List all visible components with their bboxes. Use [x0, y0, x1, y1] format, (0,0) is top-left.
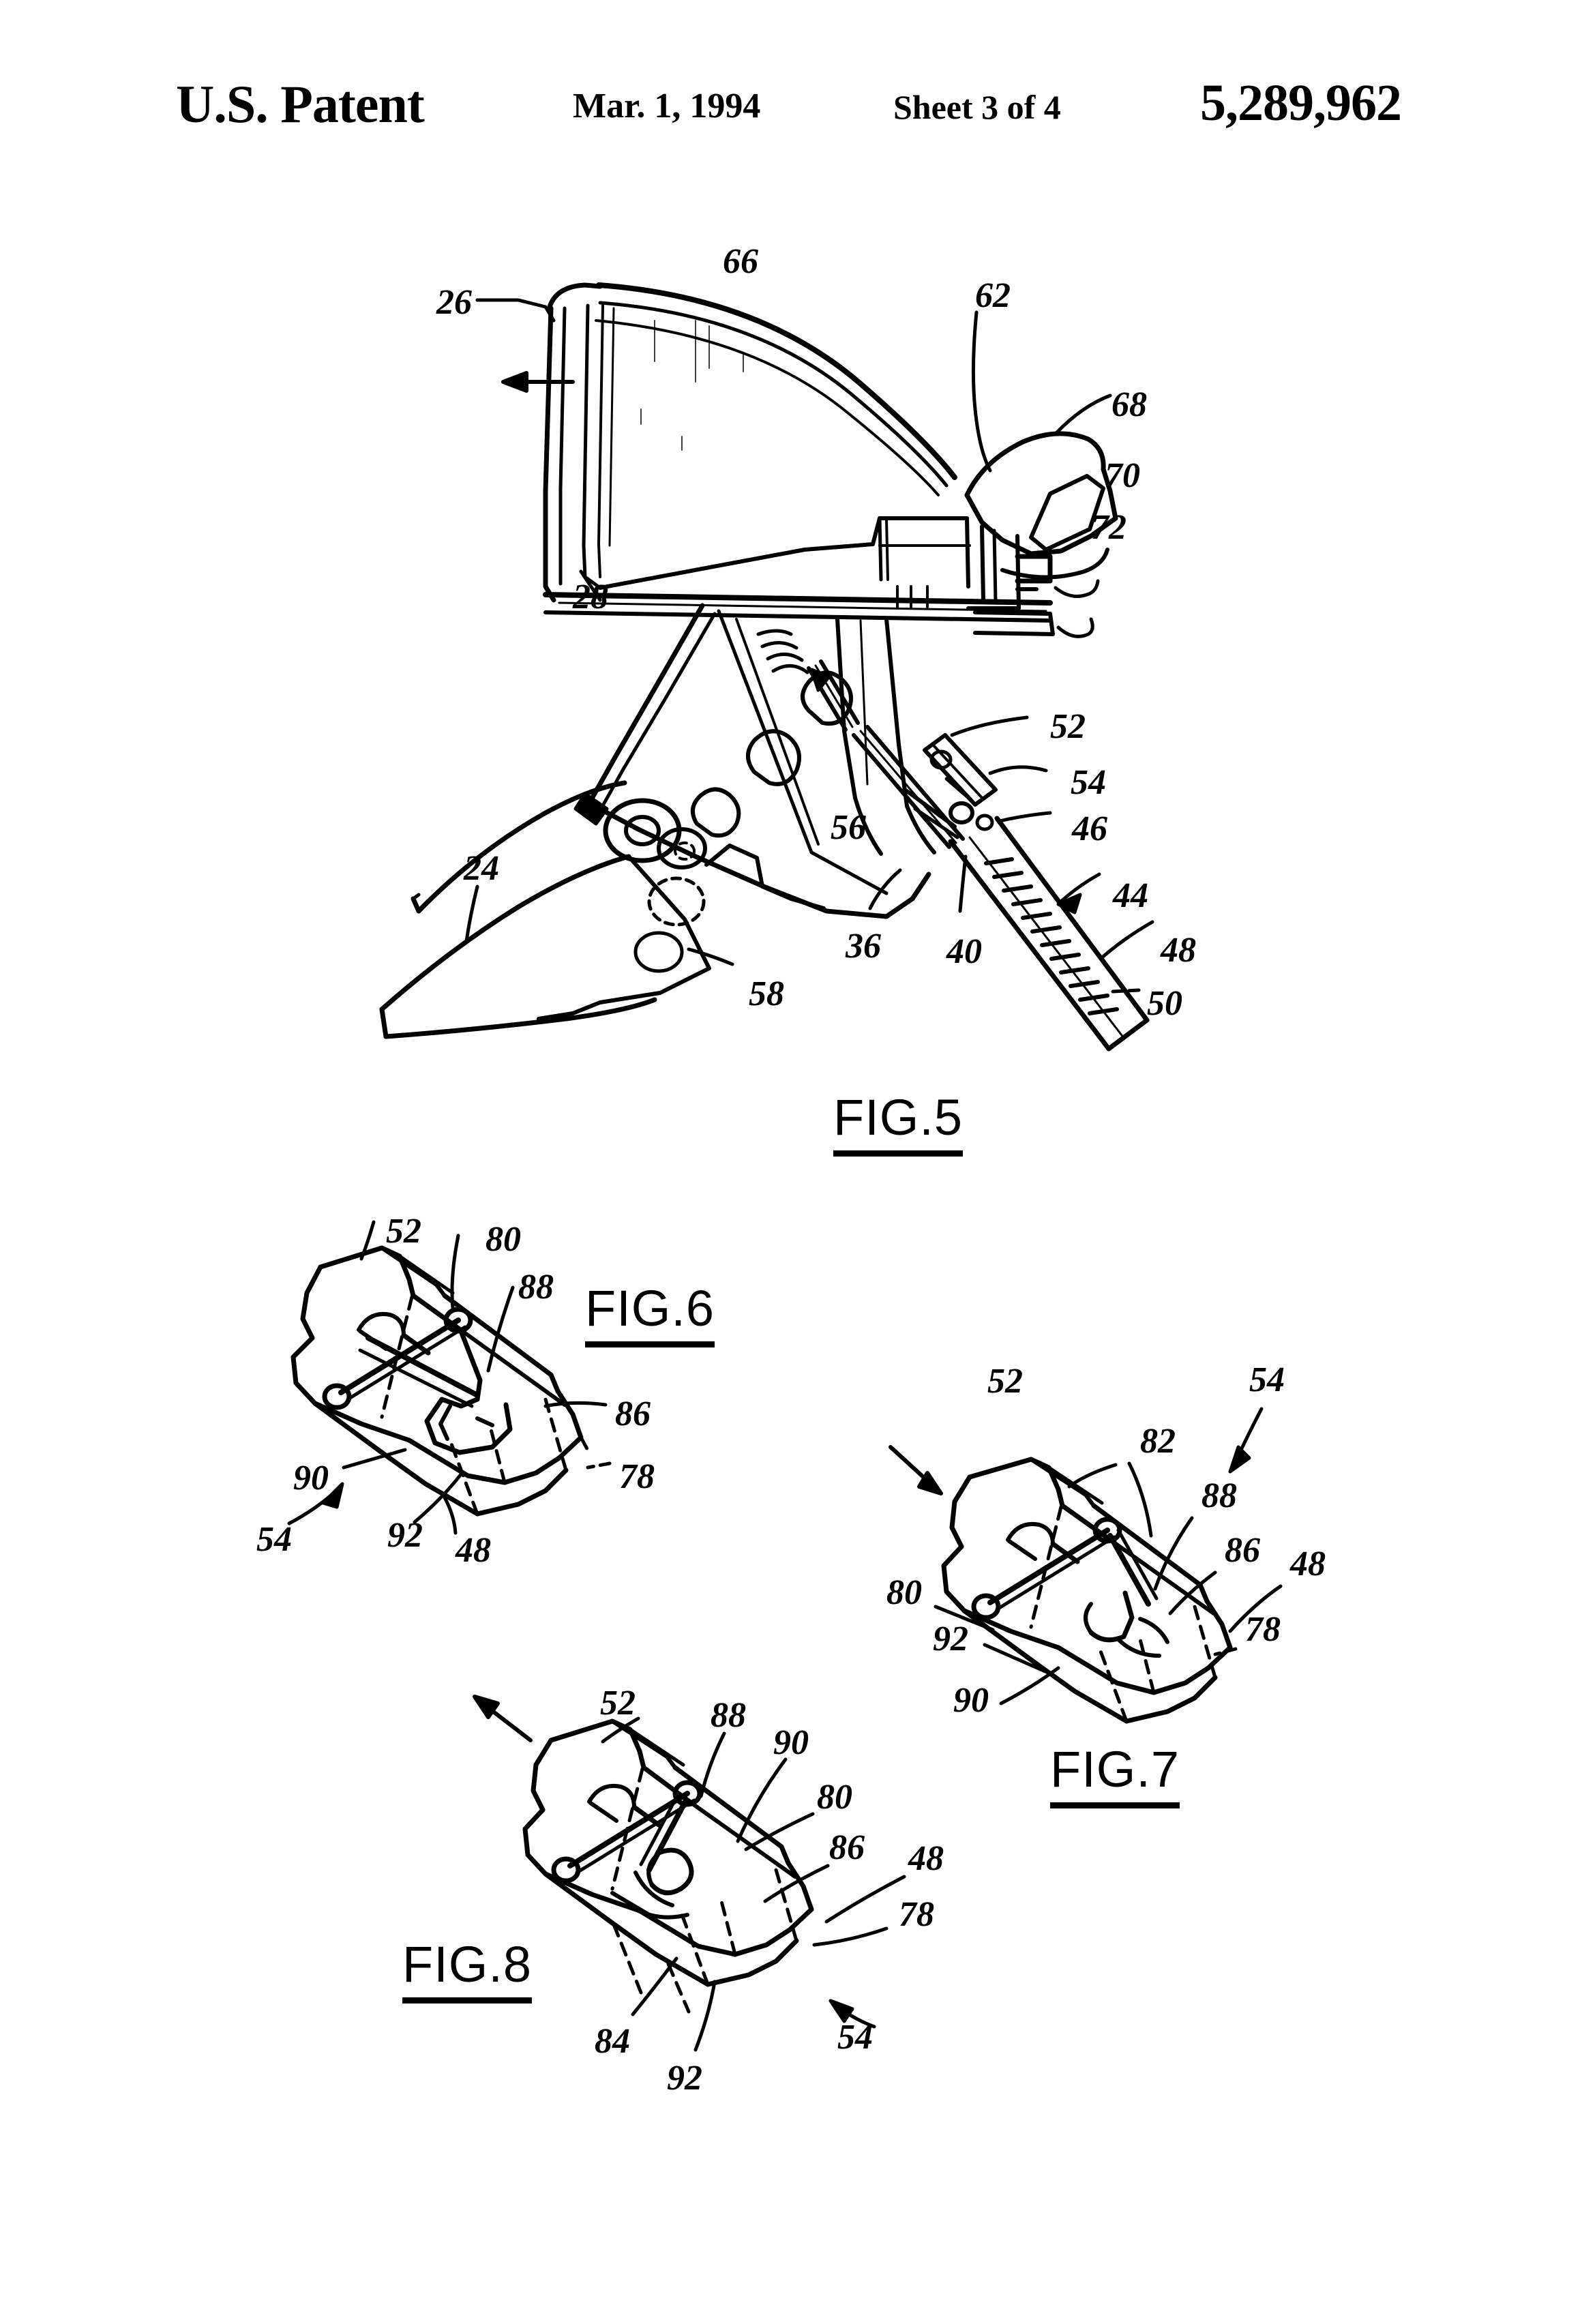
- figure-caption-rule: [1050, 1802, 1180, 1808]
- reference-numeral-52: 52: [386, 1212, 421, 1251]
- reference-numeral-80: 80: [486, 1220, 521, 1259]
- reference-numeral-92: 92: [387, 1516, 423, 1555]
- reference-numeral-90: 90: [293, 1459, 329, 1498]
- reference-numeral-88: 88: [1202, 1476, 1237, 1515]
- figure-caption-fig8-text: FIG.8: [402, 1936, 533, 1993]
- reference-numeral-48: 48: [456, 1531, 491, 1570]
- figure-caption-fig7: FIG.7: [1050, 1740, 1180, 1808]
- reference-numeral-82: 82: [1140, 1422, 1176, 1461]
- reference-numeral-86: 86: [1225, 1531, 1260, 1570]
- reference-numeral-70: 70: [1105, 456, 1140, 495]
- reference-numeral-66: 66: [723, 242, 758, 281]
- fig6-drawing: [287, 1220, 612, 1535]
- reference-numeral-68: 68: [1111, 385, 1147, 424]
- reference-numeral-72: 72: [1091, 508, 1126, 547]
- reference-numeral-52: 52: [1050, 707, 1086, 746]
- reference-numeral-80: 80: [817, 1778, 852, 1817]
- reference-numeral-78: 78: [1245, 1610, 1281, 1649]
- reference-numeral-54: 54: [837, 2018, 873, 2057]
- reference-numeral-86: 86: [829, 1828, 865, 1867]
- reference-numeral-62: 62: [975, 276, 1011, 315]
- figure-caption-fig5: FIG.5: [833, 1088, 964, 1157]
- sheet-header: U.S. Patent Mar. 1, 1994 Sheet 3 of 4 5,…: [0, 74, 1582, 155]
- figure-caption-fig6: FIG.6: [585, 1279, 715, 1347]
- figure-caption-rule: [402, 1997, 533, 2003]
- reference-numeral-36: 36: [846, 927, 881, 966]
- reference-numeral-58: 58: [749, 974, 784, 1013]
- sheet-number: Sheet 3 of 4: [893, 88, 1061, 126]
- reference-numeral-54: 54: [256, 1520, 292, 1559]
- fig7-drawing: [889, 1407, 1283, 1724]
- reference-numeral-52: 52: [600, 1684, 636, 1723]
- reference-numeral-84: 84: [595, 2022, 630, 2061]
- reference-numeral-28: 28: [573, 578, 608, 616]
- reference-numeral-48: 48: [908, 1839, 944, 1878]
- reference-numeral-90: 90: [773, 1723, 809, 1762]
- reference-numeral-50: 50: [1147, 984, 1182, 1023]
- fig8-drawing: [473, 1695, 906, 2052]
- figure-caption-rule: [833, 1150, 964, 1157]
- reference-numeral-78: 78: [899, 1895, 934, 1934]
- reference-numeral-48: 48: [1290, 1545, 1326, 1583]
- issue-date: Mar. 1, 1994: [573, 87, 761, 125]
- reference-numeral-52: 52: [987, 1362, 1023, 1401]
- patent-office-label: U.S. Patent: [176, 74, 425, 134]
- reference-numeral-56: 56: [831, 808, 866, 847]
- reference-numeral-44: 44: [1113, 876, 1148, 915]
- reference-numeral-86: 86: [615, 1395, 651, 1433]
- figure-caption-fig6-text: FIG.6: [585, 1280, 715, 1337]
- patent-number: 5,289,962: [1200, 74, 1402, 132]
- reference-numeral-78: 78: [619, 1457, 655, 1496]
- reference-numeral-80: 80: [886, 1573, 922, 1612]
- reference-numeral-88: 88: [711, 1696, 746, 1735]
- reference-numeral-92: 92: [667, 2059, 702, 2098]
- reference-numeral-48: 48: [1161, 931, 1196, 970]
- figure-caption-fig7-text: FIG.7: [1050, 1741, 1180, 1798]
- reference-numeral-54: 54: [1249, 1360, 1285, 1399]
- reference-numeral-54: 54: [1071, 763, 1106, 802]
- reference-numeral-90: 90: [953, 1681, 989, 1720]
- reference-numeral-40: 40: [946, 932, 982, 971]
- fig5-drawing: [379, 282, 1154, 1052]
- reference-numeral-26: 26: [436, 283, 472, 322]
- reference-numeral-24: 24: [464, 849, 499, 888]
- reference-numeral-46: 46: [1072, 809, 1107, 848]
- reference-numeral-88: 88: [518, 1268, 554, 1307]
- figure-caption-rule: [585, 1341, 715, 1347]
- reference-numeral-92: 92: [933, 1620, 968, 1658]
- figure-caption-fig5-text: FIG.5: [833, 1089, 964, 1146]
- figure-caption-fig8: FIG.8: [402, 1935, 533, 2003]
